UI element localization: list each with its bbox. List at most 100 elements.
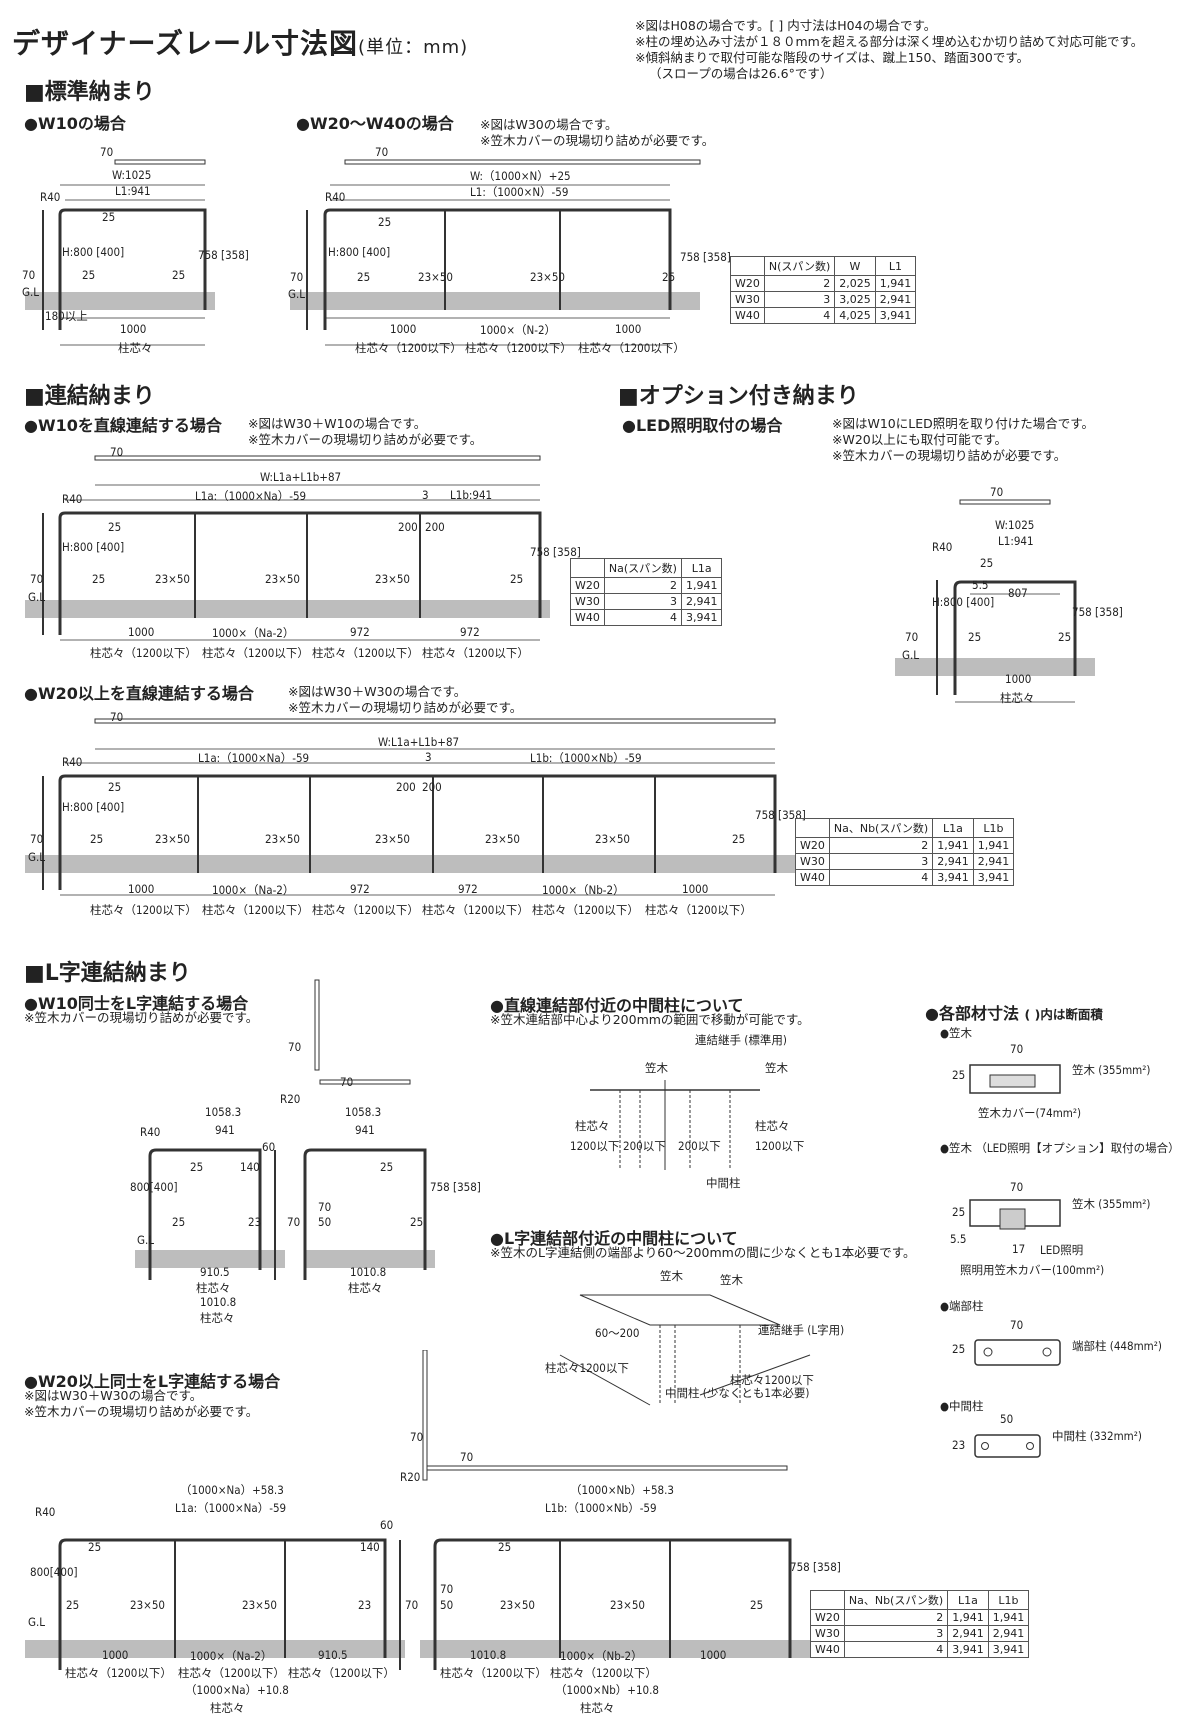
part-led: LED照明 — [1040, 1243, 1084, 1257]
sub-w20-linear-notes: ※図はW30＋W30の場合です。 ※笠木カバーの現場切り詰めが必要です。 — [288, 684, 522, 716]
dim-l800: 800[400] — [30, 1565, 78, 1579]
dim-70: 70 — [287, 1215, 301, 1229]
dim-pitch1200: 柱芯々（1200以下） — [90, 646, 197, 660]
diagram-mid-l — [559, 1294, 811, 1406]
dim-r40: R40 — [40, 190, 61, 204]
diagram-mid-linear — [590, 1080, 760, 1170]
dim-23: 23 — [358, 1598, 372, 1612]
dim-l1-n: L1:（1000×N）-59 — [470, 185, 569, 199]
dim-r20: R20 — [280, 1092, 301, 1106]
dim-r40: R40 — [35, 1505, 56, 1519]
sub-w20-linear: ●W20以上を直線連結する場合 — [24, 684, 254, 703]
dim-r40: R40 — [62, 492, 83, 506]
dim-941: 941 — [355, 1123, 375, 1137]
note-line: ※図はW30＋W30の場合です。 — [24, 1388, 203, 1403]
mid-post-section-icon — [974, 1434, 1041, 1458]
dim-pitch1200: 柱芯々（1200以下） — [578, 341, 685, 355]
dim-70: 70 — [440, 1582, 454, 1596]
sub-l-w10: ●W10同士をL字連結する場合 — [24, 994, 249, 1013]
label-p1200: 1200以下 — [570, 1139, 620, 1153]
dim-758: 758 [358] — [198, 248, 249, 262]
part-h23: 23 — [952, 1438, 966, 1452]
dim-25: 25 — [410, 1215, 424, 1229]
dim-972: 972 — [460, 625, 480, 639]
dim-na2: 1000×（Na-2） — [190, 1649, 273, 1663]
part-h25: 25 — [952, 1342, 966, 1356]
dim-941: 941 — [215, 1123, 235, 1137]
part-kasagi: ●笠木 — [940, 1026, 973, 1040]
dim-25: 25 — [190, 1160, 204, 1174]
dim-23x50: 23×50 — [265, 572, 300, 586]
label-kasagi: 笠木 — [720, 1273, 743, 1287]
unit-label: (単位：mm) — [358, 37, 469, 58]
dim-972: 972 — [350, 625, 370, 639]
note-line: ※図はW30＋W30の場合です。 — [288, 684, 467, 699]
dim-807: 807 — [1008, 586, 1028, 600]
dim-r40: R40 — [932, 540, 953, 554]
dim-r20: R20 — [400, 1470, 421, 1484]
dim-pitch1200: 柱芯々（1200以下） — [422, 646, 529, 660]
label-60-200: 60〜200 — [595, 1326, 640, 1340]
sub-parts: ●各部材寸法 ( )内は断面積 — [925, 1004, 1103, 1023]
rail-frame — [323, 208, 672, 310]
dim-70: 70 — [990, 485, 1004, 499]
label-mid-post-min: 中間柱 (少なくとも1本必要) — [665, 1386, 810, 1400]
part-cover: 笠木カバー(74mm²) — [978, 1106, 1082, 1120]
dim-pitch1200: 柱芯々（1200以下） — [532, 903, 639, 917]
label-p1200: 1200以下 — [755, 1139, 805, 1153]
dim-pitch: 柱芯々 — [348, 1281, 383, 1295]
note-line: ※図はW10にLED照明を取り付けた場合です。 — [832, 416, 1094, 431]
diagram-l-w20 — [25, 1350, 810, 1670]
dim-23x50: 23×50 — [485, 832, 520, 846]
dim-25: 25 — [92, 572, 106, 586]
label-joint-std: 連結継手 (標準用) — [695, 1033, 787, 1047]
label-pitch: 柱芯々 — [575, 1119, 610, 1133]
part-w70: 70 — [1010, 1318, 1024, 1332]
dim-200: 200 — [425, 520, 445, 534]
diagram-w20-linear — [25, 718, 795, 896]
note-line: ※笠木カバーの現場切り詰めが必要です。 — [288, 700, 523, 715]
dim-l1b: L1b:（1000×Nb）-59 — [545, 1501, 657, 1515]
dim-pitch: 柱芯々 — [1000, 691, 1035, 705]
label-pitch1200: 柱芯々1200以下 — [545, 1361, 629, 1375]
kasagi-led-section-icon — [969, 1199, 1061, 1230]
dim-25: 25 — [172, 1215, 186, 1229]
dim-70: 70 — [288, 1040, 302, 1054]
end-post-section-icon — [974, 1339, 1061, 1366]
dim-70: 70 — [110, 445, 124, 459]
dim-l1-941: L1:941 — [998, 534, 1034, 548]
dim-1000: 1000 — [128, 625, 155, 639]
dim-23x50: 23×50 — [265, 832, 300, 846]
dim-70: 70 — [375, 145, 389, 159]
dim-70b: 70 — [30, 832, 44, 846]
dim-pitch1200: 柱芯々（1200以下） — [550, 1666, 657, 1680]
sub-led: ●LED照明取付の場合 — [622, 416, 783, 435]
dim-25: 25 — [498, 1540, 512, 1554]
dim-758: 758 [358] — [530, 545, 581, 559]
dim-na2: 1000×（Na-2） — [212, 626, 295, 640]
dim-nb583: （1000×Nb）+58.3 — [570, 1483, 674, 1497]
note-line: ※柱の埋め込み寸法が１８０mmを超える部分は深く埋め込むか切り詰めて対応可能です… — [635, 34, 1144, 49]
dim-l1a: L1a:（1000×Na）-59 — [198, 751, 310, 765]
dim-pitch: 柱芯々 — [580, 1701, 615, 1715]
dim-w1025: W:1025 — [112, 168, 152, 182]
dim-200: 200 — [398, 520, 418, 534]
dim-25: 25 — [1058, 630, 1072, 644]
dim-758: 758 [358] — [755, 808, 806, 822]
dim-25: 25 — [102, 210, 116, 224]
section-l-shape: ■L字連結納まり — [24, 961, 191, 986]
label-gl: G.L — [288, 287, 306, 301]
dim-w1025: W:1025 — [995, 518, 1035, 532]
kasagi-top-view — [114, 159, 206, 165]
dim-25: 25 — [357, 270, 371, 284]
sub-l-w20-notes: ※図はW30＋W30の場合です。 ※笠木カバーの現場切り詰めが必要です。 — [24, 1388, 258, 1420]
dim-pitch1200: 柱芯々（1200以下） — [202, 903, 309, 917]
dim-pitch: 柱芯々 — [196, 1281, 231, 1295]
sub-w20-40: ●W20〜W40の場合 — [296, 114, 454, 133]
label-joint-l: 連結継手 (L字用) — [758, 1323, 845, 1337]
